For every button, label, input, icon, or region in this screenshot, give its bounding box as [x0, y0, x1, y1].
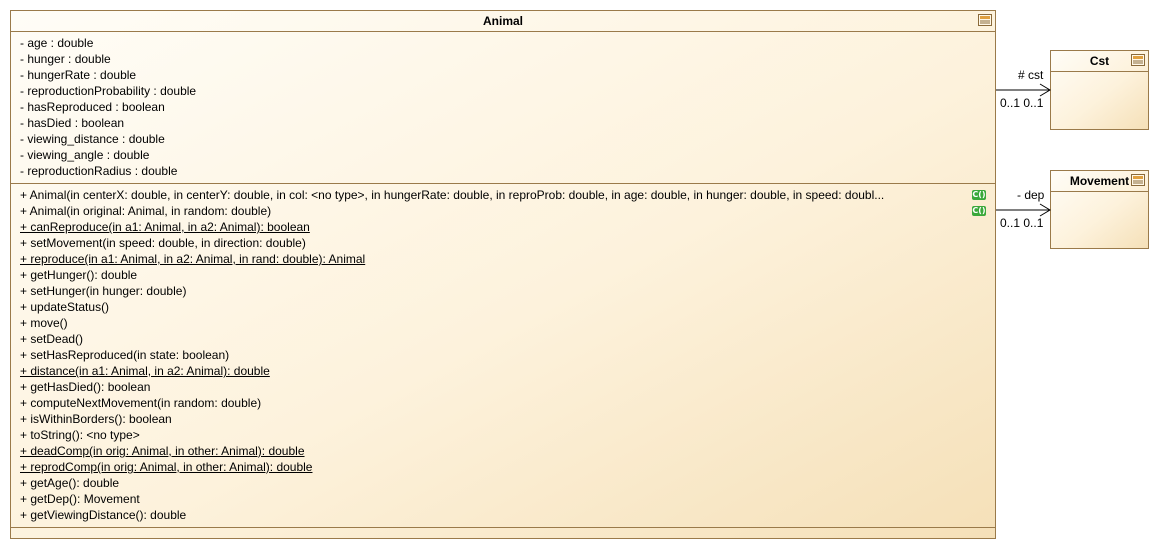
operation-text: + Animal(in original: Animal, in random:… [20, 204, 272, 218]
operation-text: + getHasDied(): boolean [20, 380, 151, 394]
operation-text: + canReproduce(in a1: Animal, in a2: Ani… [20, 220, 310, 234]
operation-text: + setHasReproduced(in state: boolean) [20, 348, 230, 362]
class-animal-header: Animal [11, 11, 995, 32]
class-cst-header: Cst [1051, 51, 1148, 72]
operation-row[interactable]: + updateStatus() [20, 299, 995, 315]
operation-row[interactable]: + getViewingDistance(): double [20, 507, 995, 523]
attribute-row[interactable]: - reproductionProbability : double [20, 83, 995, 99]
constructor-icon: C() [972, 190, 986, 200]
operation-text: + distance(in a1: Animal, in a2: Animal)… [20, 364, 270, 378]
attribute-row[interactable]: - hungerRate : double [20, 67, 995, 83]
class-stereotype-icon [1131, 174, 1145, 186]
class-movement[interactable]: Movement [1050, 170, 1149, 249]
attribute-row[interactable]: - age : double [20, 35, 995, 51]
attribute-text: - viewing_angle : double [20, 148, 150, 162]
attribute-row[interactable]: - viewing_angle : double [20, 147, 995, 163]
operations-compartment: + Animal(in centerX: double, in centerY:… [11, 184, 995, 528]
association-dep-multiplicity: 0..1 0..1 [1000, 216, 1044, 230]
operation-row[interactable]: + distance(in a1: Animal, in a2: Animal)… [20, 363, 995, 379]
operation-row[interactable]: + Animal(in original: Animal, in random:… [20, 203, 995, 219]
operation-row[interactable]: + getDep(): Movement [20, 491, 995, 507]
association-dep-role: - dep [1017, 188, 1045, 202]
operation-row[interactable]: + setDead() [20, 331, 995, 347]
operation-text: + reprodComp(in orig: Animal, in other: … [20, 460, 313, 474]
operation-text: + setDead() [20, 332, 84, 346]
operation-text: + updateStatus() [20, 300, 110, 314]
operation-text: + setMovement(in speed: double, in direc… [20, 236, 306, 250]
attribute-text: - reproductionRadius : double [20, 164, 178, 178]
attribute-text: - reproductionProbability : double [20, 84, 197, 98]
operation-row[interactable]: + getHunger(): double [20, 267, 995, 283]
attributes-compartment: - age : double - hunger : double - hungerR… [11, 32, 995, 184]
operation-row[interactable]: + reproduce(in a1: Animal, in a2: Animal… [20, 251, 995, 267]
operation-text: + move() [20, 316, 68, 330]
operation-text: + computeNextMovement(in random: double) [20, 396, 262, 410]
class-movement-name: Movement [1069, 174, 1130, 188]
attribute-row[interactable]: - hasReproduced : boolean [20, 99, 995, 115]
association-dep-line[interactable] [996, 203, 1051, 217]
operation-row[interactable]: + move() [20, 315, 995, 331]
operation-row[interactable]: + toString(): <no type> [20, 427, 995, 443]
operation-row[interactable]: + reprodComp(in orig: Animal, in other: … [20, 459, 995, 475]
constructor-icon: C() [972, 206, 986, 216]
association-cst-multiplicity: 0..1 0..1 [1000, 96, 1044, 110]
operation-row[interactable]: + setHasReproduced(in state: boolean) [20, 347, 995, 363]
attribute-text: - hasReproduced : boolean [20, 100, 165, 114]
class-animal[interactable]: Animal - age : double- hunger : double- … [10, 10, 996, 539]
operation-row[interactable]: + isWithinBorders(): boolean [20, 411, 995, 427]
operation-row[interactable]: + setHunger(in hunger: double) [20, 283, 995, 299]
operation-text: + getViewingDistance(): double [20, 508, 187, 522]
attribute-text: - viewing_distance : double [20, 132, 165, 146]
operation-row[interactable]: + getHasDied(): boolean [20, 379, 995, 395]
operation-row[interactable]: + setMovement(in speed: double, in direc… [20, 235, 995, 251]
operation-row[interactable]: + Animal(in centerX: double, in centerY:… [20, 187, 995, 203]
attribute-row[interactable]: - hunger : double [20, 51, 995, 67]
attribute-text: - hunger : double [20, 52, 111, 66]
association-cst-role: # cst [1018, 68, 1044, 82]
operation-row[interactable]: + canReproduce(in a1: Animal, in a2: Ani… [20, 219, 995, 235]
class-stereotype-icon [978, 14, 992, 26]
class-animal-name: Animal [482, 14, 523, 28]
attribute-text: - age : double [20, 36, 94, 50]
operation-text: + getDep(): Movement [20, 492, 140, 506]
operation-text: + setHunger(in hunger: double) [20, 284, 187, 298]
operation-text: + getAge(): double [20, 476, 120, 490]
operation-text: + isWithinBorders(): boolean [20, 412, 172, 426]
operation-text: + toString(): <no type> [20, 428, 140, 442]
association-cst-line[interactable] [996, 83, 1051, 97]
class-movement-header: Movement [1051, 171, 1148, 192]
attribute-text: - hasDied : boolean [20, 116, 125, 130]
class-cst-name: Cst [1089, 54, 1110, 68]
operation-row[interactable]: + deadComp(in orig: Animal, in other: An… [20, 443, 995, 459]
operation-text: + getHunger(): double [20, 268, 138, 282]
attribute-row[interactable]: - hasDied : boolean [20, 115, 995, 131]
operation-row[interactable]: + computeNextMovement(in random: double) [20, 395, 995, 411]
attribute-text: - hungerRate : double [20, 68, 137, 82]
operation-row[interactable]: + getAge(): double [20, 475, 995, 491]
attribute-row[interactable]: - viewing_distance : double [20, 131, 995, 147]
operation-text: + reproduce(in a1: Animal, in a2: Animal… [20, 252, 366, 266]
operation-text: + deadComp(in orig: Animal, in other: An… [20, 444, 305, 458]
attribute-row[interactable]: - reproductionRadius : double [20, 163, 995, 179]
class-stereotype-icon [1131, 54, 1145, 66]
